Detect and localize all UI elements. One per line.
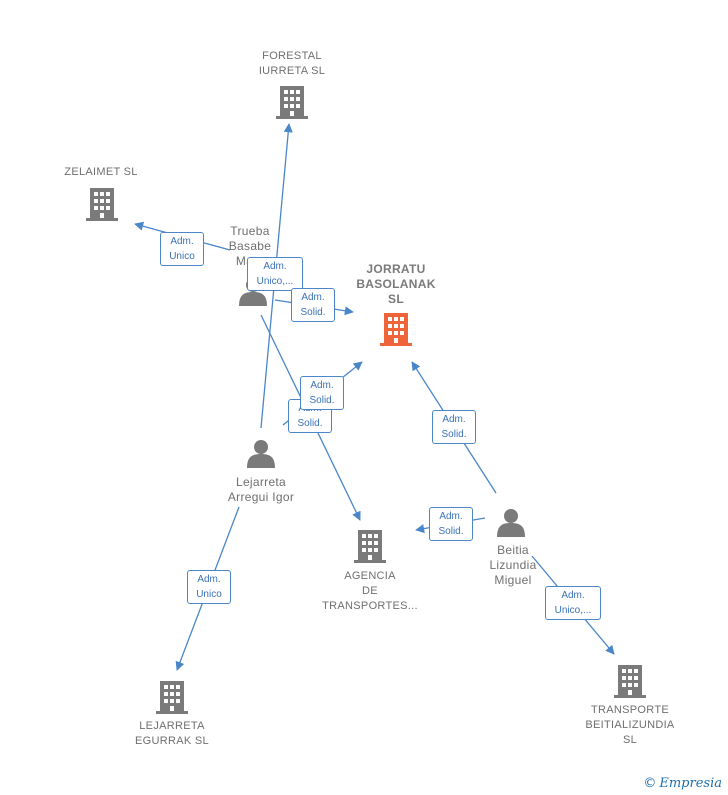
label-line: SL [388, 292, 404, 306]
edge-label-lejarreta-jorratu[interactable]: Adm. Solid. [300, 376, 344, 410]
node-beitia-label[interactable]: Beitia Lizundia Miguel [468, 543, 558, 588]
edge-label-line: Solid. [441, 429, 467, 440]
label-line: EGURRAK SL [135, 735, 209, 747]
edge-label-line: Adm. [301, 292, 325, 303]
building-icon[interactable] [86, 188, 118, 221]
edge-label-line: Adm. [170, 236, 194, 247]
label-line: IURRETA SL [258, 65, 326, 77]
edge-label-line: Adm. [561, 590, 585, 601]
copyright-symbol: © [643, 776, 657, 791]
building-icon[interactable] [156, 681, 188, 714]
edge-label-line: Adm. [439, 511, 463, 522]
edge-label-lejarreta-forestal[interactable]: Adm. Unico,... [247, 257, 303, 291]
label-line: BASOLANAK [356, 277, 436, 291]
edge-label-line: Unico [196, 589, 222, 600]
label-line: TRANSPORTE [591, 704, 669, 716]
label-line: Arregui Igor [227, 490, 295, 504]
edge-label-line: Adm. [263, 261, 287, 272]
edge-label-line: Adm. [442, 414, 466, 425]
node-lejarreta-egurrak-label[interactable]: LEJARRETA EGURRAK SL [112, 719, 232, 749]
edge-label-beitia-agencia[interactable]: Adm. Solid. [429, 507, 473, 541]
label-line: LEJARRETA [139, 720, 205, 732]
label-line: Beitia [497, 543, 529, 557]
node-agencia-label[interactable]: AGENCIA DE TRANSPORTES... [310, 569, 430, 614]
label-line: Lejarreta [235, 475, 287, 489]
label-line: Basabe [228, 239, 272, 253]
edge-label-lejarreta-egurrak[interactable]: Adm. Unico [187, 570, 231, 604]
node-lejarreta-person-label[interactable]: Lejarreta Arregui Igor [201, 475, 321, 505]
node-jorratu-label[interactable]: JORRATU BASOLANAK SL [336, 262, 456, 307]
label-line: ZELAIMET SL [64, 166, 138, 178]
person-icon[interactable] [247, 440, 275, 468]
brand-logo-text: Empresia [659, 776, 722, 791]
edge-label-line: Unico [169, 251, 195, 262]
edge-label-trueba-zelaimet[interactable]: Adm. Unico [160, 232, 204, 266]
person-icon[interactable] [497, 509, 525, 537]
building-icon[interactable] [276, 86, 308, 119]
empresia-watermark: ©Empresia [643, 776, 722, 791]
label-line: FORESTAL [262, 50, 322, 62]
edge-label-line: Solid. [309, 395, 335, 406]
edge-label-line: Adm. [197, 574, 221, 585]
edge-label-trueba-jorratu[interactable]: Adm. Solid. [291, 288, 335, 322]
label-line: Trueba [230, 224, 270, 238]
edge-label-line: Solid. [300, 307, 326, 318]
edge-label-line: Unico,... [256, 276, 294, 287]
label-line: AGENCIA [344, 570, 396, 582]
node-zelaimet-label[interactable]: ZELAIMET SL [41, 165, 161, 180]
label-line: JORRATU [366, 262, 426, 276]
edge-label-line: Solid. [297, 418, 323, 429]
label-line: TRANSPORTES... [322, 600, 418, 612]
edge-label-line: Unico,... [554, 605, 592, 616]
node-transporte-label[interactable]: TRANSPORTE BEITIALIZUNDIA SL [565, 703, 695, 748]
label-line: Miguel [494, 573, 532, 587]
edge-label-line: Solid. [438, 526, 464, 537]
building-icon[interactable] [354, 530, 386, 563]
edge-label-beitia-jorratu[interactable]: Adm. Solid. [432, 410, 476, 444]
edge-label-line: Adm. [310, 380, 334, 391]
label-line: DE [362, 585, 378, 597]
building-icon-highlight[interactable] [380, 313, 412, 346]
building-icon[interactable] [614, 665, 646, 698]
label-line: Lizundia [489, 558, 537, 572]
label-line: BEITIALIZUNDIA [585, 719, 675, 731]
node-forestal-label[interactable]: FORESTAL IURRETA SL [232, 49, 352, 79]
edge-label-beitia-transporte[interactable]: Adm. Unico,... [545, 586, 601, 620]
label-line: SL [622, 734, 638, 746]
